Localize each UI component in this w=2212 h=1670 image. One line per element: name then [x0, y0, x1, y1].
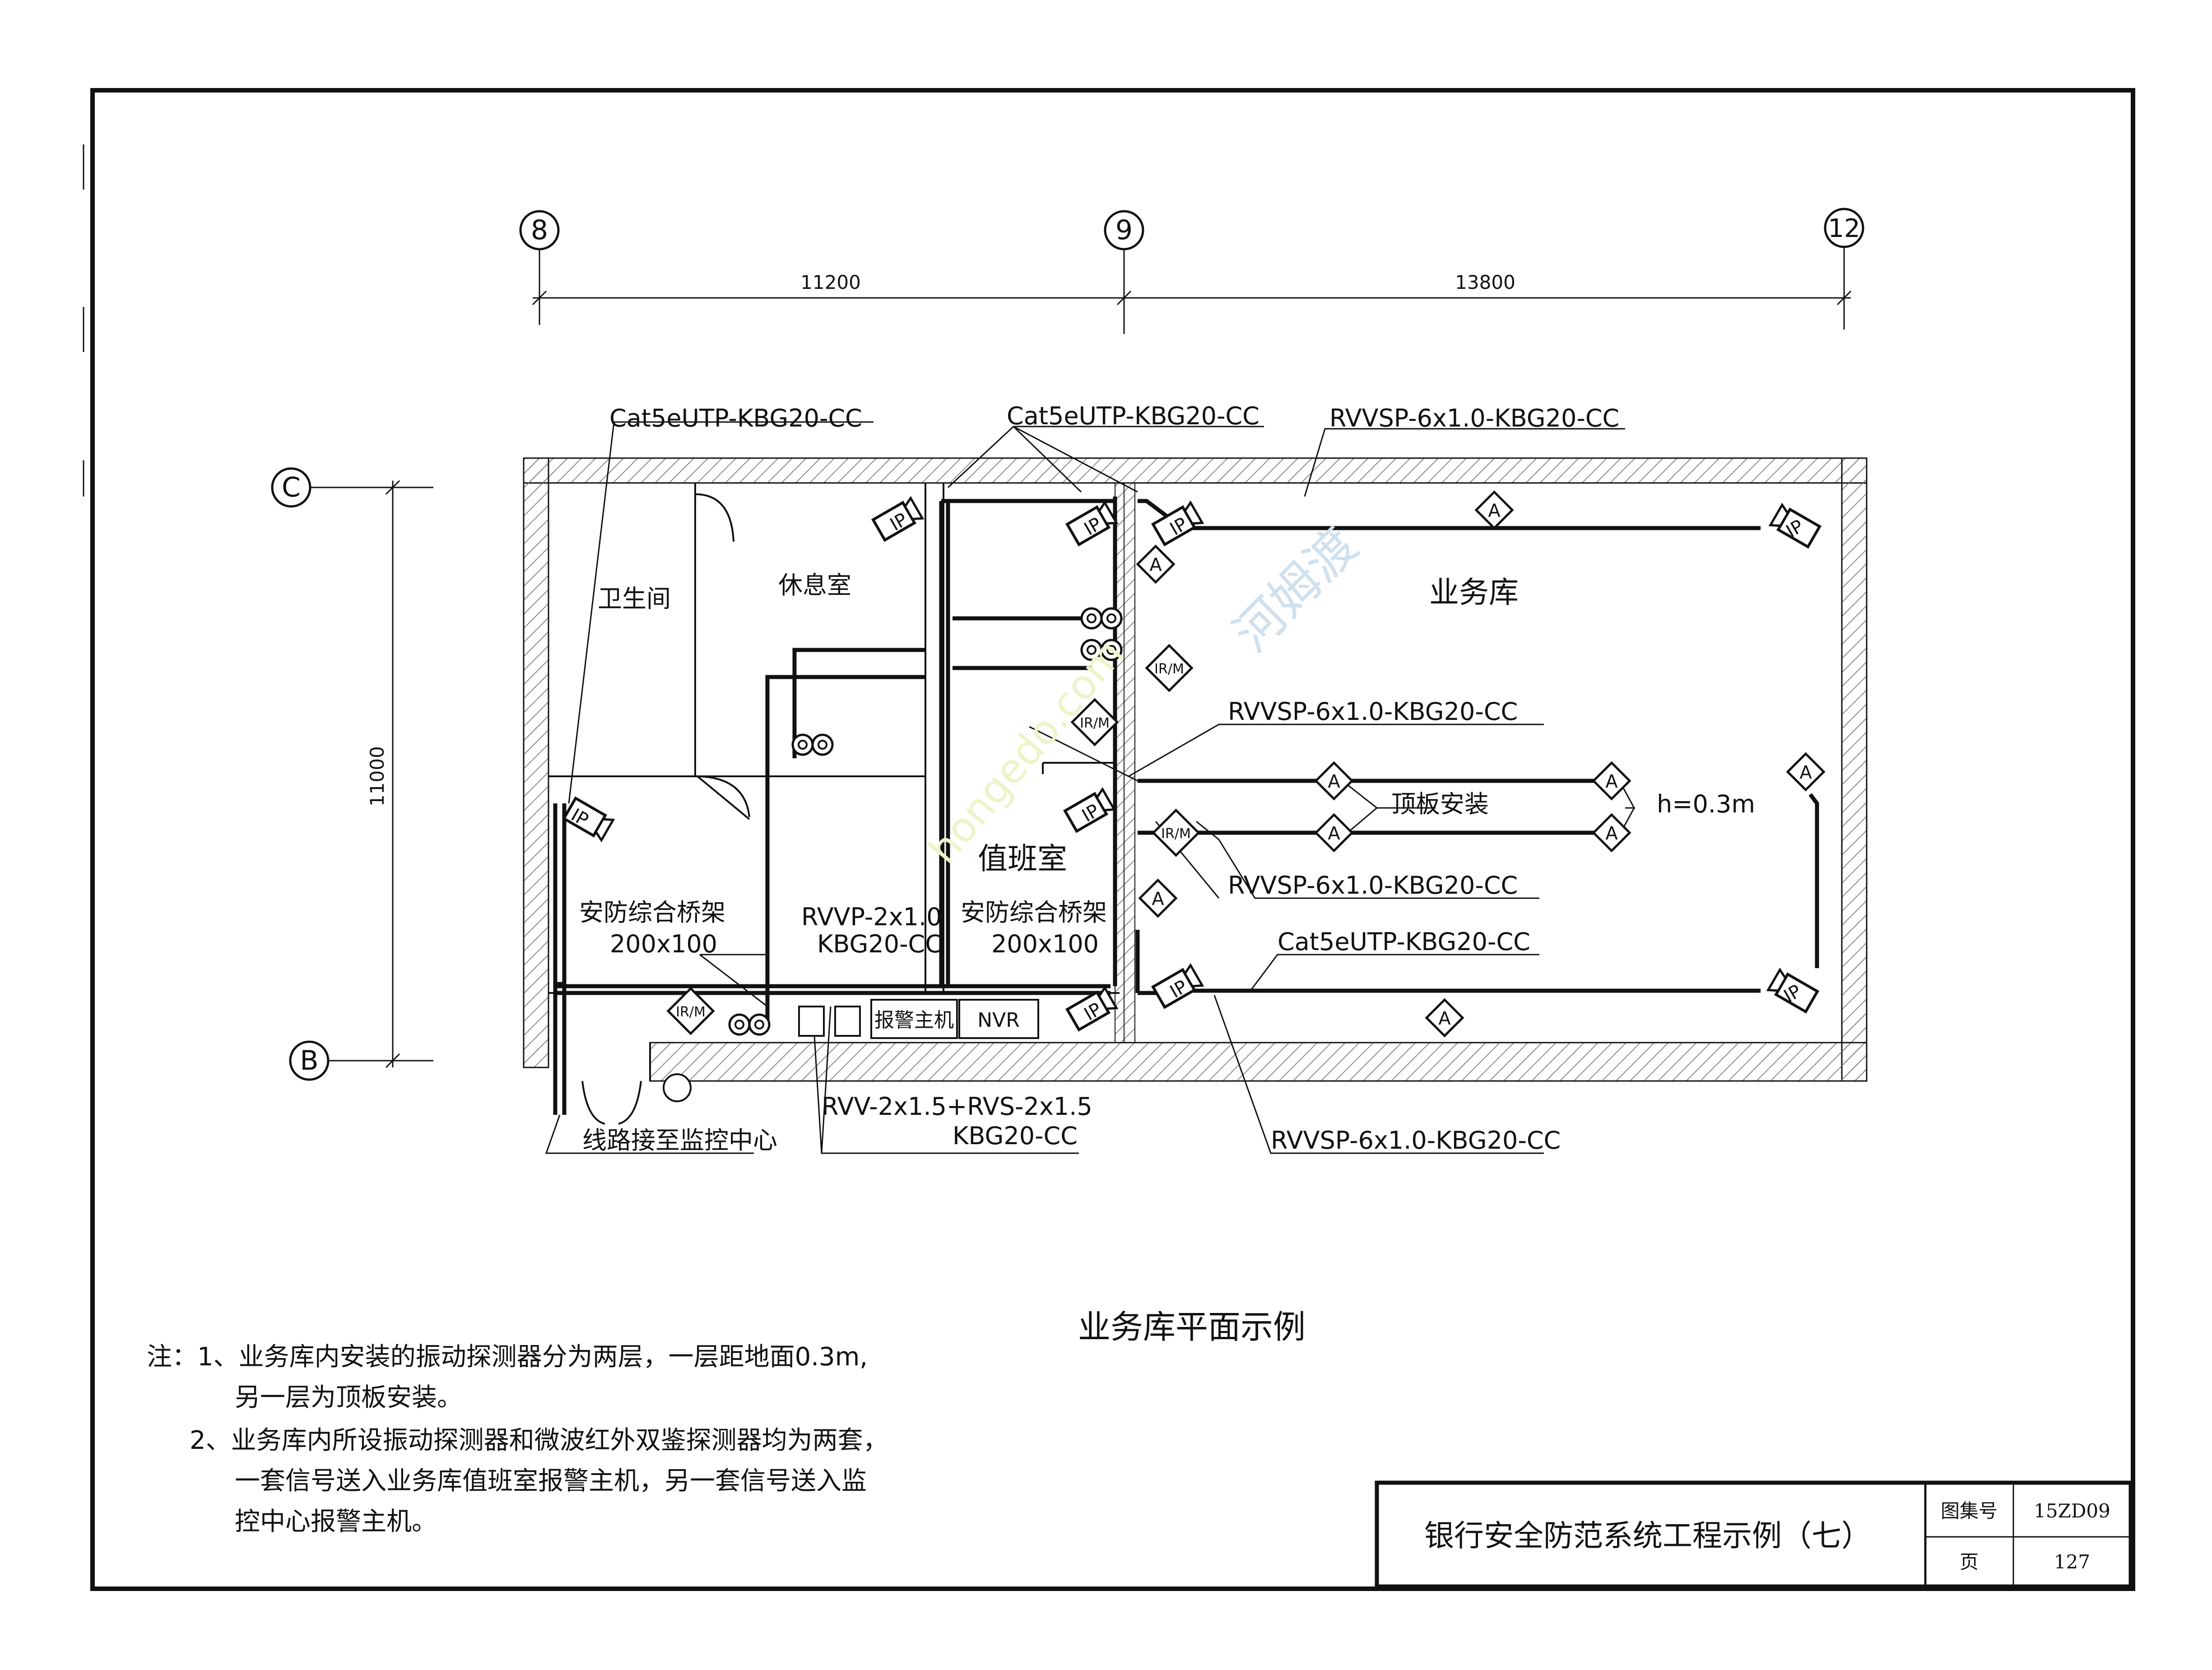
dimension-11000: 11000 [366, 746, 388, 807]
note-line: 另一层为顶板安装。 [235, 1383, 462, 1412]
note-line: 控中心报警主机。 [235, 1507, 437, 1536]
door-contact-pair [793, 735, 832, 755]
cable-label: RVVP-2x1.0 [801, 903, 942, 931]
svg-text:IR/M: IR/M [676, 1004, 706, 1020]
svg-text:A: A [1799, 762, 1812, 783]
svg-text:A: A [1149, 555, 1162, 575]
nvr-label: NVR [977, 1009, 1020, 1032]
alarm-host-label: 报警主机 [874, 1009, 954, 1032]
cable-label: Cat5eUTP-KBG20-CC [609, 404, 862, 432]
cable-label: Cat5eUTP-KBG20-CC [1007, 402, 1259, 430]
emergency-button [663, 1006, 861, 1102]
note-line: 2、业务库内所设振动探测器和微波红外双鉴探测器均为两套， [190, 1426, 888, 1455]
dimension-13800: 13800 [1455, 271, 1515, 293]
svg-text:A: A [1605, 823, 1618, 844]
note-line: 一套信号送入业务库值班室报警主机，另一套信号送入监 [235, 1466, 867, 1496]
tray-label: 安防综合桥架 [579, 898, 725, 927]
irm-labels: IR/M IR/M IR/M IR/M [676, 661, 1191, 1020]
axis-label-12: 12 [1828, 214, 1860, 243]
tray-label: 200x100 [991, 930, 1099, 958]
cable-label: RVVSP-6x1.0-KBG20-CC [1228, 871, 1518, 900]
axis-label-c: C [282, 472, 301, 503]
axis-markers [271, 208, 1864, 1081]
door-contact-pair [1082, 608, 1121, 628]
cable-label: RVV-2x1.5+RVS-2x1.5 [822, 1092, 1092, 1121]
dimension-11200: 11200 [800, 271, 861, 293]
plan-title: 业务库平面示例 [1078, 1308, 1306, 1346]
drawing-title: 银行安全防范系统工程示例（七） [1424, 1518, 1871, 1553]
note-line: 注：1、业务库内安装的振动探测器分为两层，一层距地面0.3m, [147, 1342, 868, 1372]
atlas-number-label: 图集号 [1941, 1500, 1998, 1522]
height-label: h=0.3m [1657, 790, 1755, 818]
room-lounge: 休息室 [778, 571, 851, 599]
svg-text:A: A [1438, 1008, 1451, 1029]
svg-text:A: A [1488, 501, 1501, 521]
room-vault: 业务库 [1429, 575, 1519, 610]
cable-label: Cat5eUTP-KBG20-CC [1278, 928, 1530, 956]
cable-label: RVVSP-6x1.0-KBG20-CC [1228, 697, 1518, 726]
ceiling-mount-label: 顶板安装 [1391, 790, 1489, 818]
svg-text:IR/M: IR/M [1161, 826, 1191, 842]
svg-text:A: A [1328, 771, 1340, 792]
cable-label: RVVSP-6x1.0-KBG20-CC [1329, 404, 1619, 432]
svg-text:A: A [1328, 823, 1340, 844]
svg-text:IR/M: IR/M [1080, 715, 1110, 731]
watermark-cn: 河姆渡 [1222, 517, 1369, 663]
cable-label: KBG20-CC [817, 930, 942, 958]
svg-text:IR/M: IR/M [1154, 661, 1184, 677]
sheet-border [90, 88, 2135, 1591]
axis-label-8: 8 [531, 214, 548, 246]
equipment-box [870, 999, 1039, 1039]
tray-label: 安防综合桥架 [961, 898, 1107, 927]
room-toilet: 卫生间 [598, 584, 671, 613]
conduit-runs [553, 496, 1819, 1115]
leader-lines [545, 421, 1636, 1154]
horizontal-dimension [532, 247, 1852, 334]
door-contact-pair [730, 1015, 769, 1034]
tray-label: 200x100 [610, 930, 717, 958]
cable-label: RVVSP-6x1.0-KBG20-CC [1271, 1126, 1561, 1155]
vertical-dimension [310, 480, 433, 1068]
svg-text:A: A [1152, 889, 1164, 909]
cable-label: KBG20-CC [953, 1122, 1078, 1150]
ip-labels: IP IP IP IP IP IP IP IP IP [567, 509, 1807, 1025]
axis-label-b: B [300, 1045, 318, 1076]
building-walls [523, 457, 1868, 1082]
atlas-number: 15ZD09 [2034, 1500, 2110, 1522]
svg-text:A: A [1605, 771, 1618, 792]
a-labels: A A A A A A A A A [1149, 501, 1812, 1029]
room-duty: 值班室 [978, 841, 1067, 876]
route-to-center-label: 线路接至监控中心 [582, 1126, 777, 1155]
axis-label-9: 9 [1115, 214, 1133, 246]
page-number: 127 [2054, 1551, 2090, 1573]
title-block [1375, 1480, 2133, 1589]
page-label: 页 [1960, 1551, 1979, 1573]
